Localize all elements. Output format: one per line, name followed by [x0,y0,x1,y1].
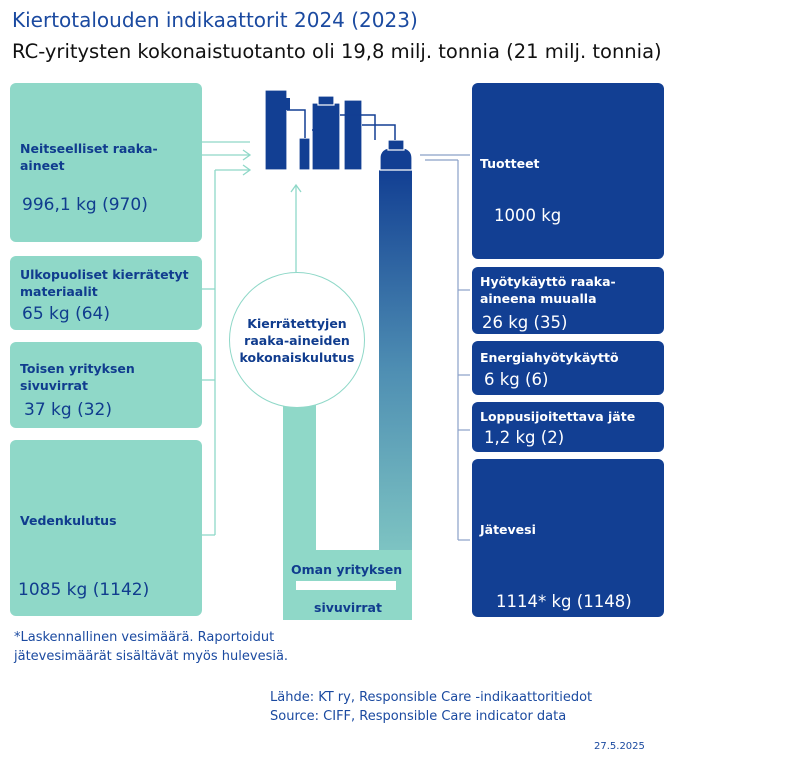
footnote: *Laskennallinen vesimäärä. Raportoidut j… [14,630,289,664]
side-stream-label-bottom: sivuvirrat [314,600,382,615]
output-value: 1,2 kg (2) [484,428,565,447]
input-box-water-consumption: Vedenkulutus 1085 kg (1142) [10,440,202,616]
output-box-reuse-elsewhere: Hyötykäyttö raaka-aineena muualla 26 kg … [472,267,664,334]
circle-label: Kierrätettyjen raaka-aineiden kokonaisku… [239,315,355,365]
side-stream-bottom [283,600,412,620]
output-value: 6 kg (6) [484,370,549,389]
source-fi: Lähde: KT ry, Responsible Care -indikaat… [270,690,593,705]
side-stream-label-top: Oman yrityksen [291,562,403,577]
side-stream-gap [296,581,396,590]
output-value: 1000 kg [494,206,562,225]
input-box-virgin-materials: Neitseelliset raaka-aineet 996,1 kg (970… [10,83,202,242]
source-en: Source: CIFF, Responsible Care indicator… [270,709,567,724]
input-value: 1085 kg (1142) [18,580,150,600]
input-connectors [202,141,297,536]
page-title: Kiertotalouden indikaattorit 2024 (2023) [12,8,418,32]
output-label: Tuotteet [480,156,540,171]
input-label: Toisen yrityksen sivuvirrat [20,361,135,393]
output-box-landfill-waste: Loppusijoitettava jäte 1,2 kg (2) [472,402,664,452]
output-label: Hyötykäyttö raaka-aineena muualla [480,274,616,306]
output-box-energy-recovery: Energiahyötykäyttö 6 kg (6) [472,341,664,395]
page-subtitle: RC-yritysten kokonaistuotanto oli 19,8 m… [12,40,662,63]
input-label: Vedenkulutus [20,513,117,528]
date-stamp: 27.5.2025 [594,741,645,752]
recycled-consumption-circle: Kierrätettyjen raaka-aineiden kokonaisku… [229,272,365,408]
output-label: Loppusijoitettava jäte [480,409,636,424]
factory-pipes [287,109,396,140]
input-box-other-side-streams: Toisen yrityksen sivuvirrat 37 kg (32) [10,342,202,428]
output-box-products: Tuotteet 1000 kg [472,83,664,259]
input-value: 37 kg (32) [24,400,112,420]
output-box-wastewater: Jätevesi 1114* kg (1148) [472,459,664,617]
side-stream-label-bg [283,550,412,600]
output-value: 1114* kg (1148) [496,592,632,611]
output-label: Energiahyötykäyttö [480,350,619,365]
output-value: 26 kg (35) [482,313,568,332]
process-column [379,170,412,620]
output-connectors [420,154,470,541]
input-arrows [242,149,302,193]
input-label: Ulkopuoliset kierrätetyt materiaalit [20,267,189,299]
input-value: 65 kg (64) [22,304,110,324]
input-label: Neitseelliset raaka-aineet [20,141,158,173]
factory-icon [264,89,413,171]
output-label: Jätevesi [480,522,536,537]
input-box-external-recycled: Ulkopuoliset kierrätetyt materiaalit 65 … [10,256,202,330]
source-credit: Lähde: KT ry, Responsible Care -indikaat… [270,688,592,726]
input-value: 996,1 kg (970) [22,195,148,215]
